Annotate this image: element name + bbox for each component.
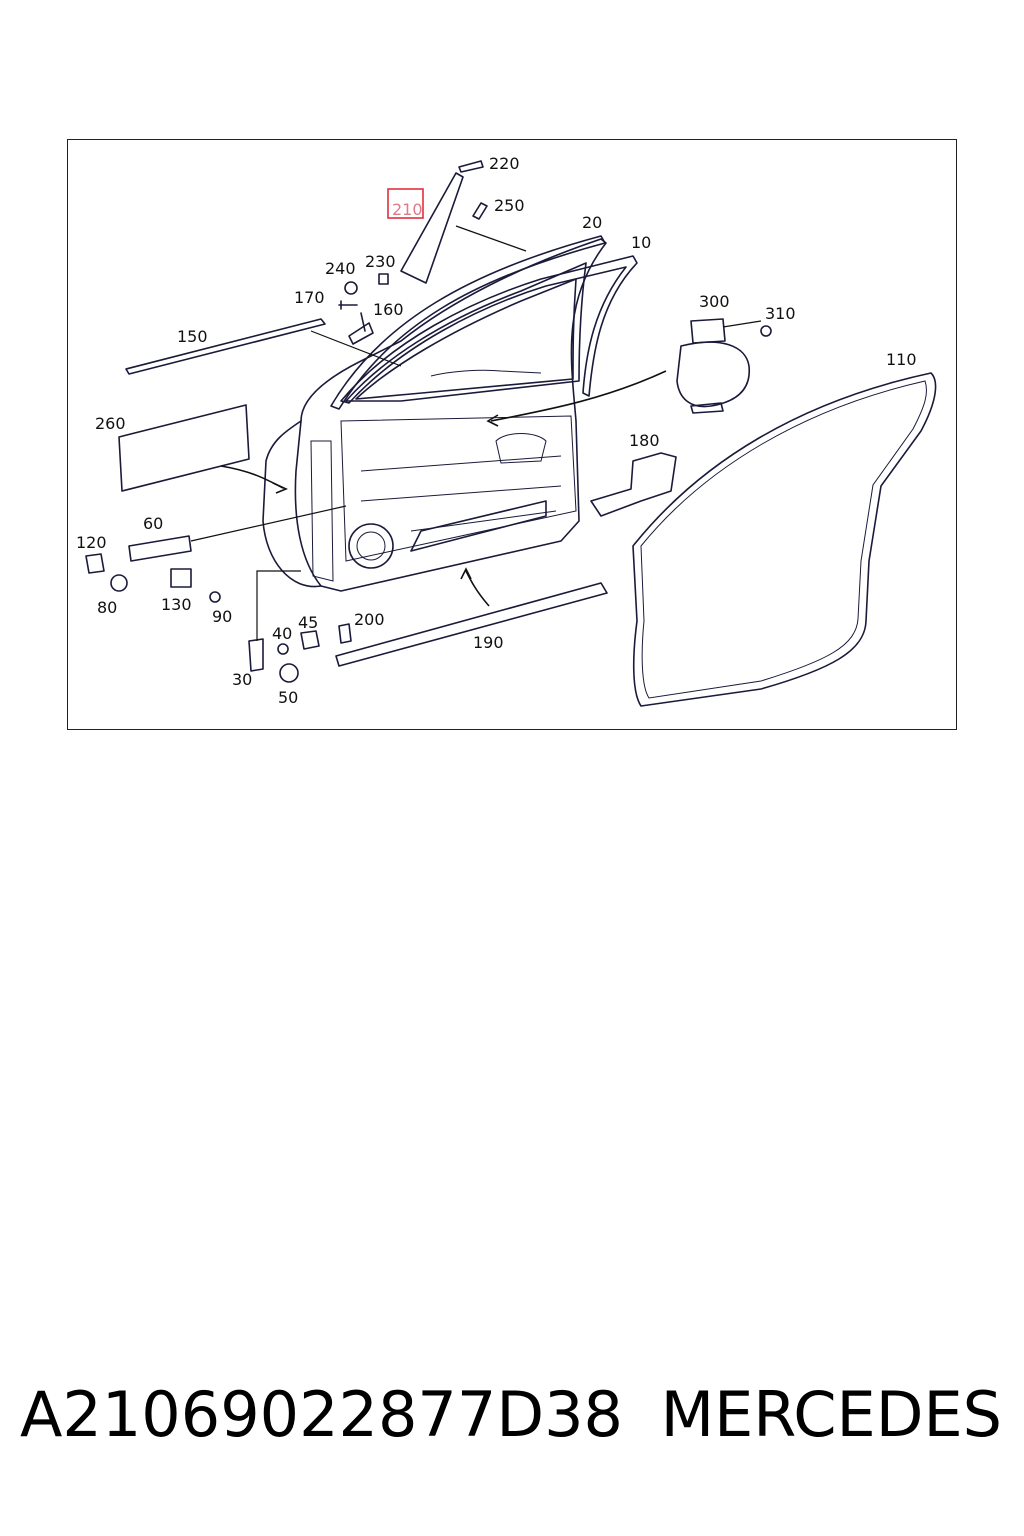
callout-200: 200	[354, 610, 385, 629]
parts-diagram-frame: 220 210 250 20 10 240 230 170 160 300 31…	[67, 139, 957, 730]
part-250-clip	[472, 202, 488, 220]
callout-250: 250	[494, 196, 525, 215]
part-45-grommet	[300, 630, 320, 650]
part-310-screw	[760, 325, 772, 337]
part-90-screw	[209, 591, 221, 603]
callout-80: 80	[97, 598, 117, 617]
callout-45: 45	[298, 613, 318, 632]
part-150-belt-molding	[125, 318, 326, 375]
part-60-hinge	[128, 535, 192, 562]
part-info-footer: A21069022877D38 MERCEDES	[0, 1378, 1024, 1468]
callout-20: 20	[582, 213, 602, 232]
part-20-window-seal	[330, 235, 606, 410]
callout-210-highlight-box	[387, 188, 424, 219]
callout-220: 220	[489, 154, 520, 173]
callout-10: 10	[631, 233, 651, 252]
callout-110: 110	[886, 350, 917, 369]
part-80-bolt	[110, 574, 128, 592]
part-130-nut	[170, 568, 192, 588]
part-180-bracket	[590, 452, 677, 517]
callout-120: 120	[76, 533, 107, 552]
callout-190: 190	[473, 633, 504, 652]
part-240-screw	[344, 281, 358, 295]
part-110-door-seal	[632, 372, 937, 707]
callout-130: 130	[161, 595, 192, 614]
door-parts-diagram: 220 210 250 20 10 240 230 170 160 300 31…	[76, 154, 937, 707]
callout-240: 240	[325, 259, 356, 278]
callout-180: 180	[629, 431, 660, 450]
callout-150: 150	[177, 327, 208, 346]
part-30-door-check	[248, 638, 264, 672]
callout-170: 170	[294, 288, 325, 307]
callout-230: 230	[365, 252, 396, 271]
part-230-clip	[378, 273, 389, 285]
part-160-bracket	[348, 312, 374, 345]
callout-40: 40	[272, 624, 292, 643]
callout-30: 30	[232, 670, 252, 689]
callout-90: 90	[212, 607, 232, 626]
callout-210: 210	[392, 200, 423, 219]
callout-300: 300	[699, 292, 730, 311]
part-300-mirror	[676, 341, 751, 408]
part-200-plug	[338, 623, 352, 644]
door-shell	[262, 238, 607, 592]
callout-50: 50	[278, 688, 298, 707]
callout-310: 310	[765, 304, 796, 323]
part-170-bolt	[338, 300, 358, 310]
part-50-bolt	[279, 663, 299, 683]
callout-260: 260	[95, 414, 126, 433]
callout-60: 60	[143, 514, 163, 533]
part-40-screw	[277, 643, 289, 655]
callout-160: 160	[373, 300, 404, 319]
part-190-sill-strip	[335, 582, 608, 667]
part-220-clip	[458, 160, 484, 173]
part-260-sound-panel	[118, 404, 250, 492]
part-10-window-frame	[340, 255, 638, 404]
part-number: A21069022877D38	[20, 1378, 623, 1451]
part-120-bumper	[85, 553, 105, 574]
part-210-trim	[400, 172, 464, 284]
brand-name: MERCEDES	[660, 1378, 1002, 1451]
